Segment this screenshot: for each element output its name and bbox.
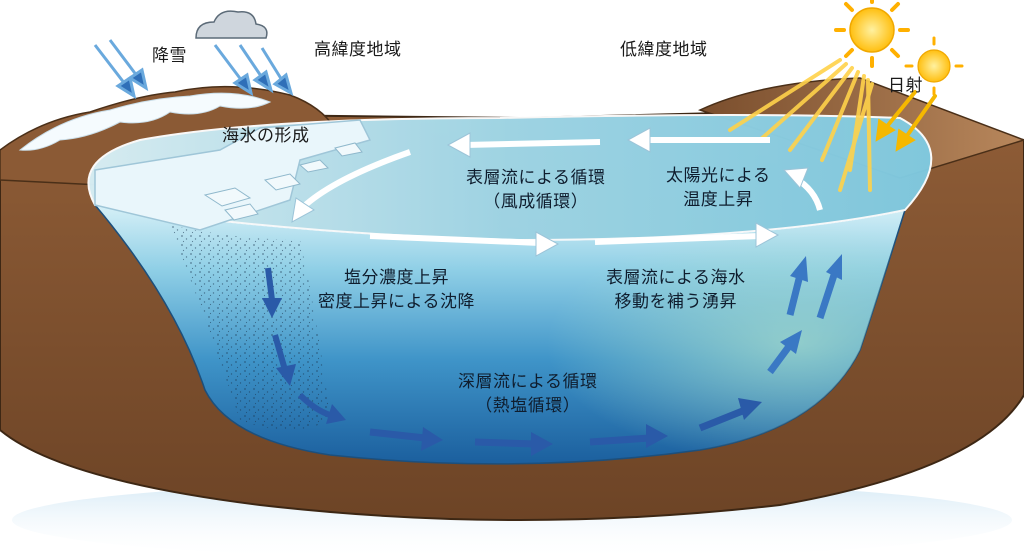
label-snowfall: 降雪: [152, 46, 187, 66]
label-solar-warming: 太陽光による 温度上昇: [666, 164, 771, 212]
sinking-line1: 塩分濃度上昇: [344, 268, 449, 288]
surface-circulation-line2: （風成循環）: [483, 192, 589, 212]
upwelling-line2: 移動を補う湧昇: [614, 292, 737, 312]
upwelling-line1: 表層流による海水: [606, 268, 746, 288]
label-upwelling: 表層流による海水 移動を補う湧昇: [606, 266, 746, 314]
label-surface-circulation: 表層流による循環 （風成循環）: [466, 166, 606, 214]
label-sinking: 塩分濃度上昇 密度上昇による沈降: [318, 266, 475, 314]
insolation-arrows: [875, 90, 937, 152]
deep-flow-arrows: [262, 267, 762, 456]
sun-small-icon: [904, 36, 964, 96]
sea-ice-sheet: [94, 119, 372, 231]
upwelling-arrows: [767, 254, 842, 375]
cloud-icon: [195, 10, 268, 39]
sun-rays: [728, 58, 874, 192]
label-high-latitude: 高緯度地域: [314, 40, 402, 60]
label-deep-circulation: 深層流による循環 （熱塩循環）: [458, 370, 598, 418]
deep-circulation-line1: 深層流による循環: [458, 372, 598, 392]
label-sea-ice-formation: 海氷の形成: [222, 126, 310, 146]
solar-warming-line2: 温度上昇: [683, 190, 754, 210]
deep-circulation-line2: （熱塩循環）: [475, 396, 581, 416]
label-insolation: 日射: [888, 76, 923, 96]
solar-warming-line1: 太陽光による: [666, 166, 771, 186]
sun-large-icon: [834, 0, 910, 68]
surface-circulation-line1: 表層流による循環: [466, 168, 606, 188]
snow-cap: [18, 92, 272, 151]
label-low-latitude: 低緯度地域: [620, 40, 708, 60]
ice-floes: [203, 142, 363, 221]
sinking-line2: 密度上昇による沈降: [318, 292, 475, 312]
snowfall-arrows: [93, 39, 294, 100]
surface-flow-arrows: [291, 127, 823, 257]
warm-zone: [407, 210, 905, 453]
